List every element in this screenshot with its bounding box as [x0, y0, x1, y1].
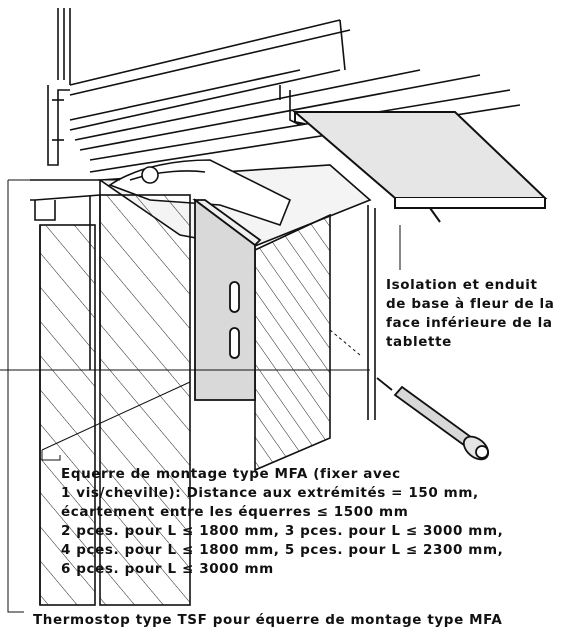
bracket-note-line: 1 vis/cheville): Distance aux extrémités… [61, 485, 479, 501]
bracket-slot-lower [229, 327, 240, 359]
thermostop-note: Thermostop type TSF pour équerre de mont… [33, 612, 503, 628]
sill-plate [292, 111, 548, 223]
insulation-layer [254, 205, 376, 472]
insulation-note-line: face inférieure de la [386, 315, 553, 331]
insulation-note-line: tablette [386, 334, 452, 350]
insulation-note-line: Isolation et enduit [386, 277, 538, 293]
bracket-note-line: Equerre de montage type MFA (fixer avec [61, 466, 401, 482]
bracket-note-line: 2 pces. pour L ≤ 1800 mm, 3 pces. pour L… [61, 523, 504, 539]
bracket-slot-upper [229, 281, 240, 313]
bracket-note-line: écartement entre les équerres ≤ 1500 mm [61, 504, 409, 520]
anchor-clip [108, 159, 292, 226]
bracket-note-line: 4 pces. pour L ≤ 1800 mm, 5 pces. pour L… [61, 542, 504, 558]
mounting-bracket [192, 198, 262, 401]
bracket-note: Equerre de montage type MFA (fixer avec … [61, 465, 581, 579]
leader-lines [0, 179, 401, 613]
bracket-note-line: 6 pces. pour L ≤ 3000 mm [61, 561, 274, 577]
masonry-wall [39, 194, 191, 606]
insulation-note: Isolation et enduit de base à fleur de l… [386, 276, 582, 352]
screw-anchor [376, 377, 490, 461]
insulation-note-line: de base à fleur de la [386, 296, 555, 312]
